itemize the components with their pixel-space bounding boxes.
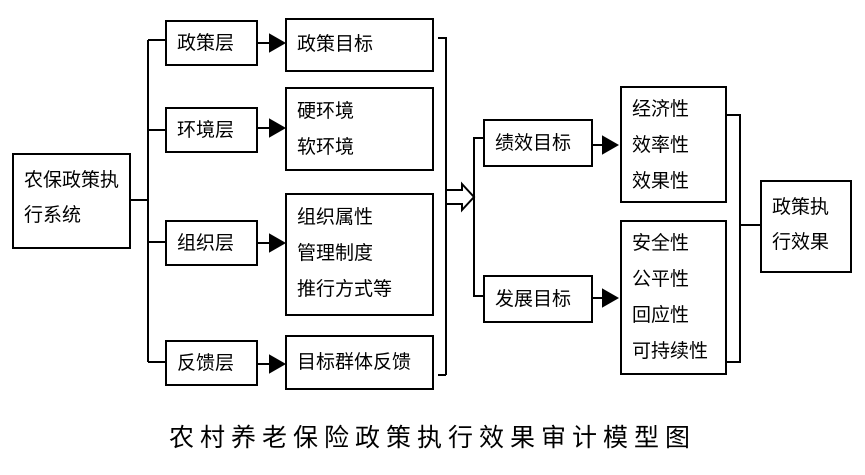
result-bracket	[727, 114, 760, 363]
criteria-development-item-4: 可持续性	[632, 340, 709, 362]
goal-development-label: 发展目标	[495, 288, 572, 310]
root-bracket	[130, 39, 165, 363]
criteria-development: 安全性 公平性 回应性 可持续性	[620, 220, 727, 375]
layer-feedback: 反馈层	[165, 340, 258, 386]
goal-development: 发展目标	[483, 275, 593, 323]
criteria-performance: 经济性 效率性 效果性	[620, 86, 727, 203]
layer-environment-label: 环境层	[177, 119, 235, 141]
result-node: 政策执 行效果	[760, 180, 852, 273]
result-line-2: 行效果	[772, 231, 830, 253]
root-line-2: 行系统	[24, 204, 82, 226]
detail-organization: 组织属性 管理制度 推行方式等	[285, 193, 434, 316]
criteria-performance-item-1: 经济性	[632, 98, 690, 120]
detail-policy-item-1: 政策目标	[297, 33, 374, 55]
result-line-1: 政策执	[772, 196, 830, 218]
layer-organization: 组织层	[165, 220, 258, 266]
goal-performance-label: 绩效目标	[495, 132, 572, 154]
diagram-caption: 农村养老保险政策执行效果审计模型图	[168, 423, 696, 452]
layer-arrows	[258, 33, 287, 374]
detail-feedback: 目标群体反馈	[285, 335, 434, 390]
layer-organization-label: 组织层	[177, 232, 235, 254]
criteria-development-item-2: 公平性	[632, 268, 690, 290]
root-line-1: 农保政策执	[24, 169, 120, 191]
goal-bracket	[473, 137, 483, 297]
goal-arrows	[593, 135, 620, 308]
detail-feedback-item-1: 目标群体反馈	[297, 351, 412, 373]
detail-organization-item-1: 组织属性	[297, 206, 374, 228]
layer-environment: 环境层	[165, 107, 258, 153]
detail-bracket	[438, 37, 447, 376]
detail-organization-item-2: 管理制度	[297, 242, 374, 264]
layer-feedback-label: 反馈层	[177, 352, 235, 374]
layer-policy: 政策层	[165, 20, 258, 66]
layer-policy-label: 政策层	[177, 32, 235, 54]
goal-performance: 绩效目标	[483, 119, 593, 167]
root-node: 农保政策执 行系统	[12, 153, 131, 249]
detail-environment-item-2: 软环境	[297, 136, 355, 158]
hollow-arrow	[447, 181, 476, 213]
detail-organization-item-3: 推行方式等	[297, 278, 393, 300]
criteria-development-item-3: 回应性	[632, 304, 690, 326]
detail-policy: 政策目标	[285, 18, 434, 72]
detail-environment: 硬环境 软环境	[285, 87, 434, 171]
criteria-development-item-1: 安全性	[632, 232, 690, 254]
criteria-performance-item-3: 效果性	[632, 170, 690, 192]
criteria-performance-item-2: 效率性	[632, 134, 690, 156]
detail-environment-item-1: 硬环境	[297, 100, 355, 122]
